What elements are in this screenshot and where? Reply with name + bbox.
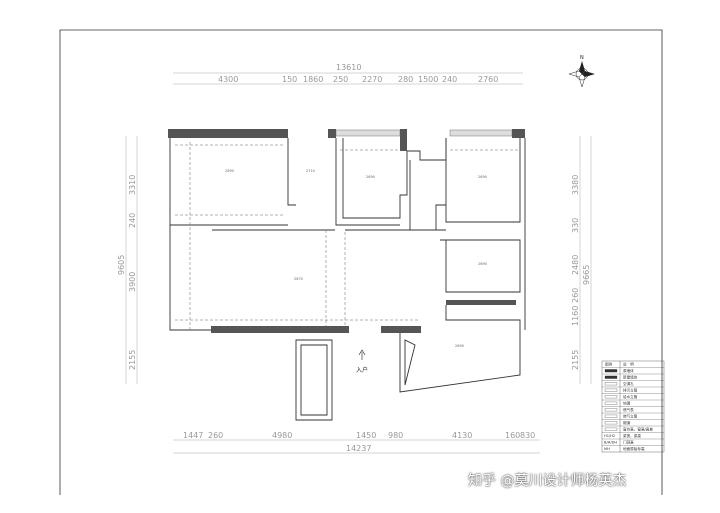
entrance-label: 入户 bbox=[356, 366, 368, 374]
dim-left-total: 9605 bbox=[117, 255, 126, 275]
dim-right: 2480 bbox=[571, 255, 580, 275]
elevation-label: 2710 bbox=[306, 169, 315, 173]
compass-north-label: N bbox=[580, 55, 584, 61]
dim-top: 4300 bbox=[218, 75, 238, 84]
dim-top-total: 13610 bbox=[336, 63, 361, 72]
dim-bottom: 830 bbox=[520, 431, 535, 440]
elevation-label: 2690 bbox=[225, 169, 234, 173]
legend-item: 地面原始标高 bbox=[623, 446, 645, 451]
legend-symbol-icon bbox=[604, 408, 618, 412]
dim-bottom: 260 bbox=[208, 431, 223, 440]
left-dimensions bbox=[125, 136, 138, 384]
legend-item: 原墙体 bbox=[623, 368, 634, 373]
dim-right: 2155 bbox=[571, 350, 580, 370]
dim-top: 280 bbox=[398, 75, 413, 84]
legend-item: 门洞高 bbox=[623, 440, 634, 445]
legend-item: 窗台高、窗高/高差 bbox=[623, 427, 653, 432]
dim-right: 330 bbox=[571, 218, 580, 233]
legend-item: 燃气表 bbox=[623, 407, 634, 412]
dim-top: 250 bbox=[333, 75, 348, 84]
legend-item: 新建墙体 bbox=[623, 375, 638, 380]
legend-symbol-icon bbox=[604, 395, 618, 399]
dim-right-total: 9665 bbox=[582, 265, 591, 285]
dim-top: 2760 bbox=[478, 75, 498, 84]
compass-icon: N bbox=[568, 55, 595, 88]
legend-code: H1/H2 bbox=[604, 434, 615, 438]
legend-code: B/H/DH bbox=[604, 441, 617, 445]
dim-top: 150 bbox=[282, 75, 297, 84]
watermark: 知乎 @莫川设计师杨英杰 bbox=[468, 473, 627, 489]
dim-right: 3380 bbox=[571, 175, 580, 195]
legend-symbol-icon bbox=[604, 388, 618, 392]
entrance-arrow-icon bbox=[358, 349, 366, 360]
dim-right: 1160 bbox=[571, 306, 580, 326]
bottom-dimensions bbox=[173, 439, 540, 454]
legend-symbol-icon bbox=[604, 369, 618, 373]
dim-top: 1500 bbox=[418, 75, 438, 84]
legend-symbol-icon bbox=[604, 414, 618, 418]
dim-bottom-total: 14237 bbox=[346, 444, 371, 453]
dim-bottom: 980 bbox=[388, 431, 403, 440]
dim-top: 2270 bbox=[362, 75, 382, 84]
legend-header: 说 明 bbox=[623, 362, 634, 367]
elevation-label: 2670 bbox=[294, 277, 303, 281]
elevation-label: 2690 bbox=[478, 262, 487, 266]
dim-left: 3900 bbox=[128, 272, 137, 292]
drawing-frame bbox=[59, 29, 663, 495]
legend-symbol-icon bbox=[604, 382, 618, 386]
right-dimensions bbox=[579, 136, 592, 384]
dim-left: 240 bbox=[128, 213, 137, 228]
dim-bottom: 1450 bbox=[356, 431, 376, 440]
legend-item: 空调孔 bbox=[623, 381, 634, 386]
legend-symbol-icon bbox=[604, 375, 618, 379]
legend-item: 烟道 bbox=[623, 420, 631, 425]
dim-bottom: 1447 bbox=[183, 431, 203, 440]
legend-item: 燃气立管 bbox=[623, 414, 638, 419]
elevation-label: 2690 bbox=[455, 344, 464, 348]
elevation-label: 2690 bbox=[366, 175, 375, 179]
dim-top: 240 bbox=[442, 75, 457, 84]
top-dimensions bbox=[173, 72, 523, 85]
windows bbox=[335, 129, 513, 137]
legend-code: MH bbox=[604, 447, 610, 451]
dim-bottom: 160 bbox=[505, 431, 520, 440]
legend-symbol-icon bbox=[604, 421, 618, 425]
dim-left: 3310 bbox=[128, 175, 137, 195]
dim-top: 1860 bbox=[303, 75, 323, 84]
dim-left: 2155 bbox=[128, 350, 137, 370]
legend-item: 排污立管 bbox=[623, 388, 638, 393]
legend-symbol-icon bbox=[604, 401, 618, 405]
walls bbox=[168, 129, 525, 333]
legend-header: 图例 bbox=[605, 362, 613, 367]
dim-right: 260 bbox=[571, 288, 580, 303]
elevation-label: 2690 bbox=[478, 175, 487, 179]
dim-bottom: 4130 bbox=[452, 431, 472, 440]
wall-outlines bbox=[169, 138, 526, 421]
legend-symbol-icon bbox=[604, 427, 618, 431]
legend-item: 地漏 bbox=[623, 401, 631, 406]
legend-item: 梁宽、梁高 bbox=[623, 433, 641, 438]
dim-bottom: 4980 bbox=[272, 431, 292, 440]
dashed-lines bbox=[175, 142, 518, 330]
legend-item: 给水立管 bbox=[623, 394, 638, 399]
